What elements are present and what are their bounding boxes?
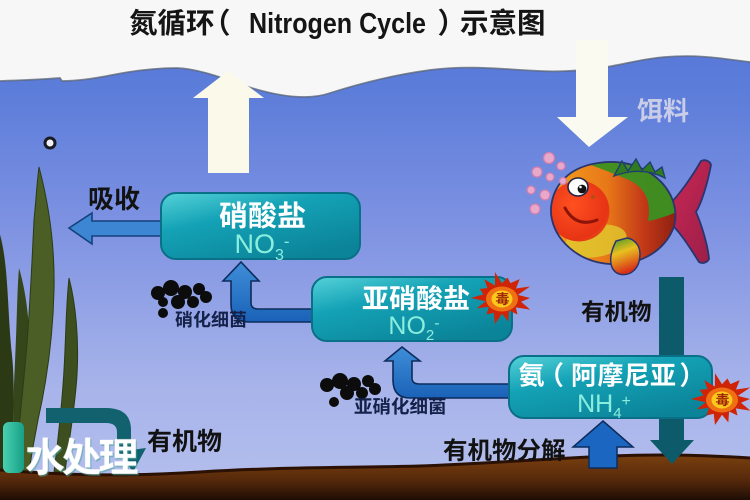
svg-text:NH4+: NH4+	[577, 390, 631, 422]
svg-text:Nitrogen Cycle: Nitrogen Cycle	[249, 8, 426, 40]
